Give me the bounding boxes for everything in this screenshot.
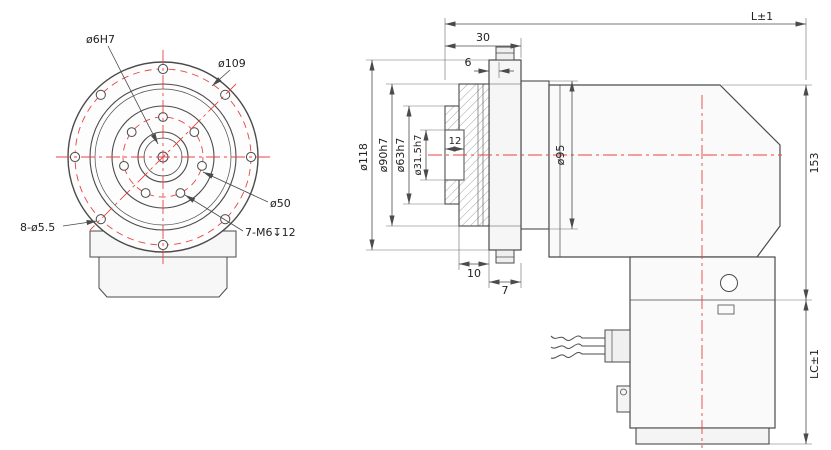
dim-label-30: 30 [476, 31, 490, 44]
gearbox-housing [548, 84, 781, 258]
dimensions: L±1 30 6 12 ø118 ø90h7 ø63h7 ø31.5h7 ø95… [357, 10, 821, 445]
stud-bottom [495, 249, 515, 264]
leader-circle-50 [202, 171, 269, 203]
dim-label-LC: LC±1 [808, 349, 821, 379]
dim-label-dia118: ø118 [357, 143, 370, 171]
tab-screw [620, 388, 627, 396]
motor [616, 256, 776, 445]
cable-connector [550, 329, 631, 363]
dim-label-6: 6 [465, 56, 472, 69]
leader-tapped-holes [184, 194, 244, 232]
motor-side-tab [616, 385, 631, 413]
label-tapped-holes: 7-M6↧12 [245, 226, 296, 239]
dim-label-12: 12 [449, 136, 462, 147]
side-view: L±1 30 6 12 ø118 ø90h7 ø63h7 ø31.5h7 ø95… [357, 10, 821, 448]
dim-label-dia31: ø31.5h7 [413, 134, 424, 175]
motor-nameplate [717, 304, 735, 315]
dim-label-L: L±1 [751, 10, 773, 23]
dim-label-10: 10 [467, 267, 481, 280]
motor-hole [720, 274, 738, 292]
dim-label-dia90: ø90h7 [377, 138, 390, 173]
cable-wires [550, 335, 605, 359]
leader-bolt-circle [211, 69, 231, 87]
label-circle-50: ø50 [270, 197, 291, 210]
label-bolt-circle: ø109 [218, 57, 246, 70]
dim-label-7: 7 [502, 284, 509, 297]
front-view: ø6H7 ø109 ø50 8-ø5.5 7-M6↧12 [20, 33, 296, 298]
stud-top [495, 46, 515, 61]
label-center-hole: ø6H7 [86, 33, 115, 46]
motor-end-cap [635, 427, 770, 445]
side-centerlines [428, 95, 782, 448]
front-centerlines [56, 50, 270, 264]
label-outer-holes: 8-ø5.5 [20, 221, 55, 234]
leader-center-hole [107, 45, 159, 145]
pcd-circle-50 [122, 116, 204, 198]
dim-label-dia95: ø95 [554, 145, 567, 166]
front-leaders [62, 45, 269, 232]
dim-label-153: 153 [808, 153, 821, 174]
leader-outer-holes [62, 219, 98, 227]
dim-label-dia63: ø63h7 [394, 138, 407, 173]
